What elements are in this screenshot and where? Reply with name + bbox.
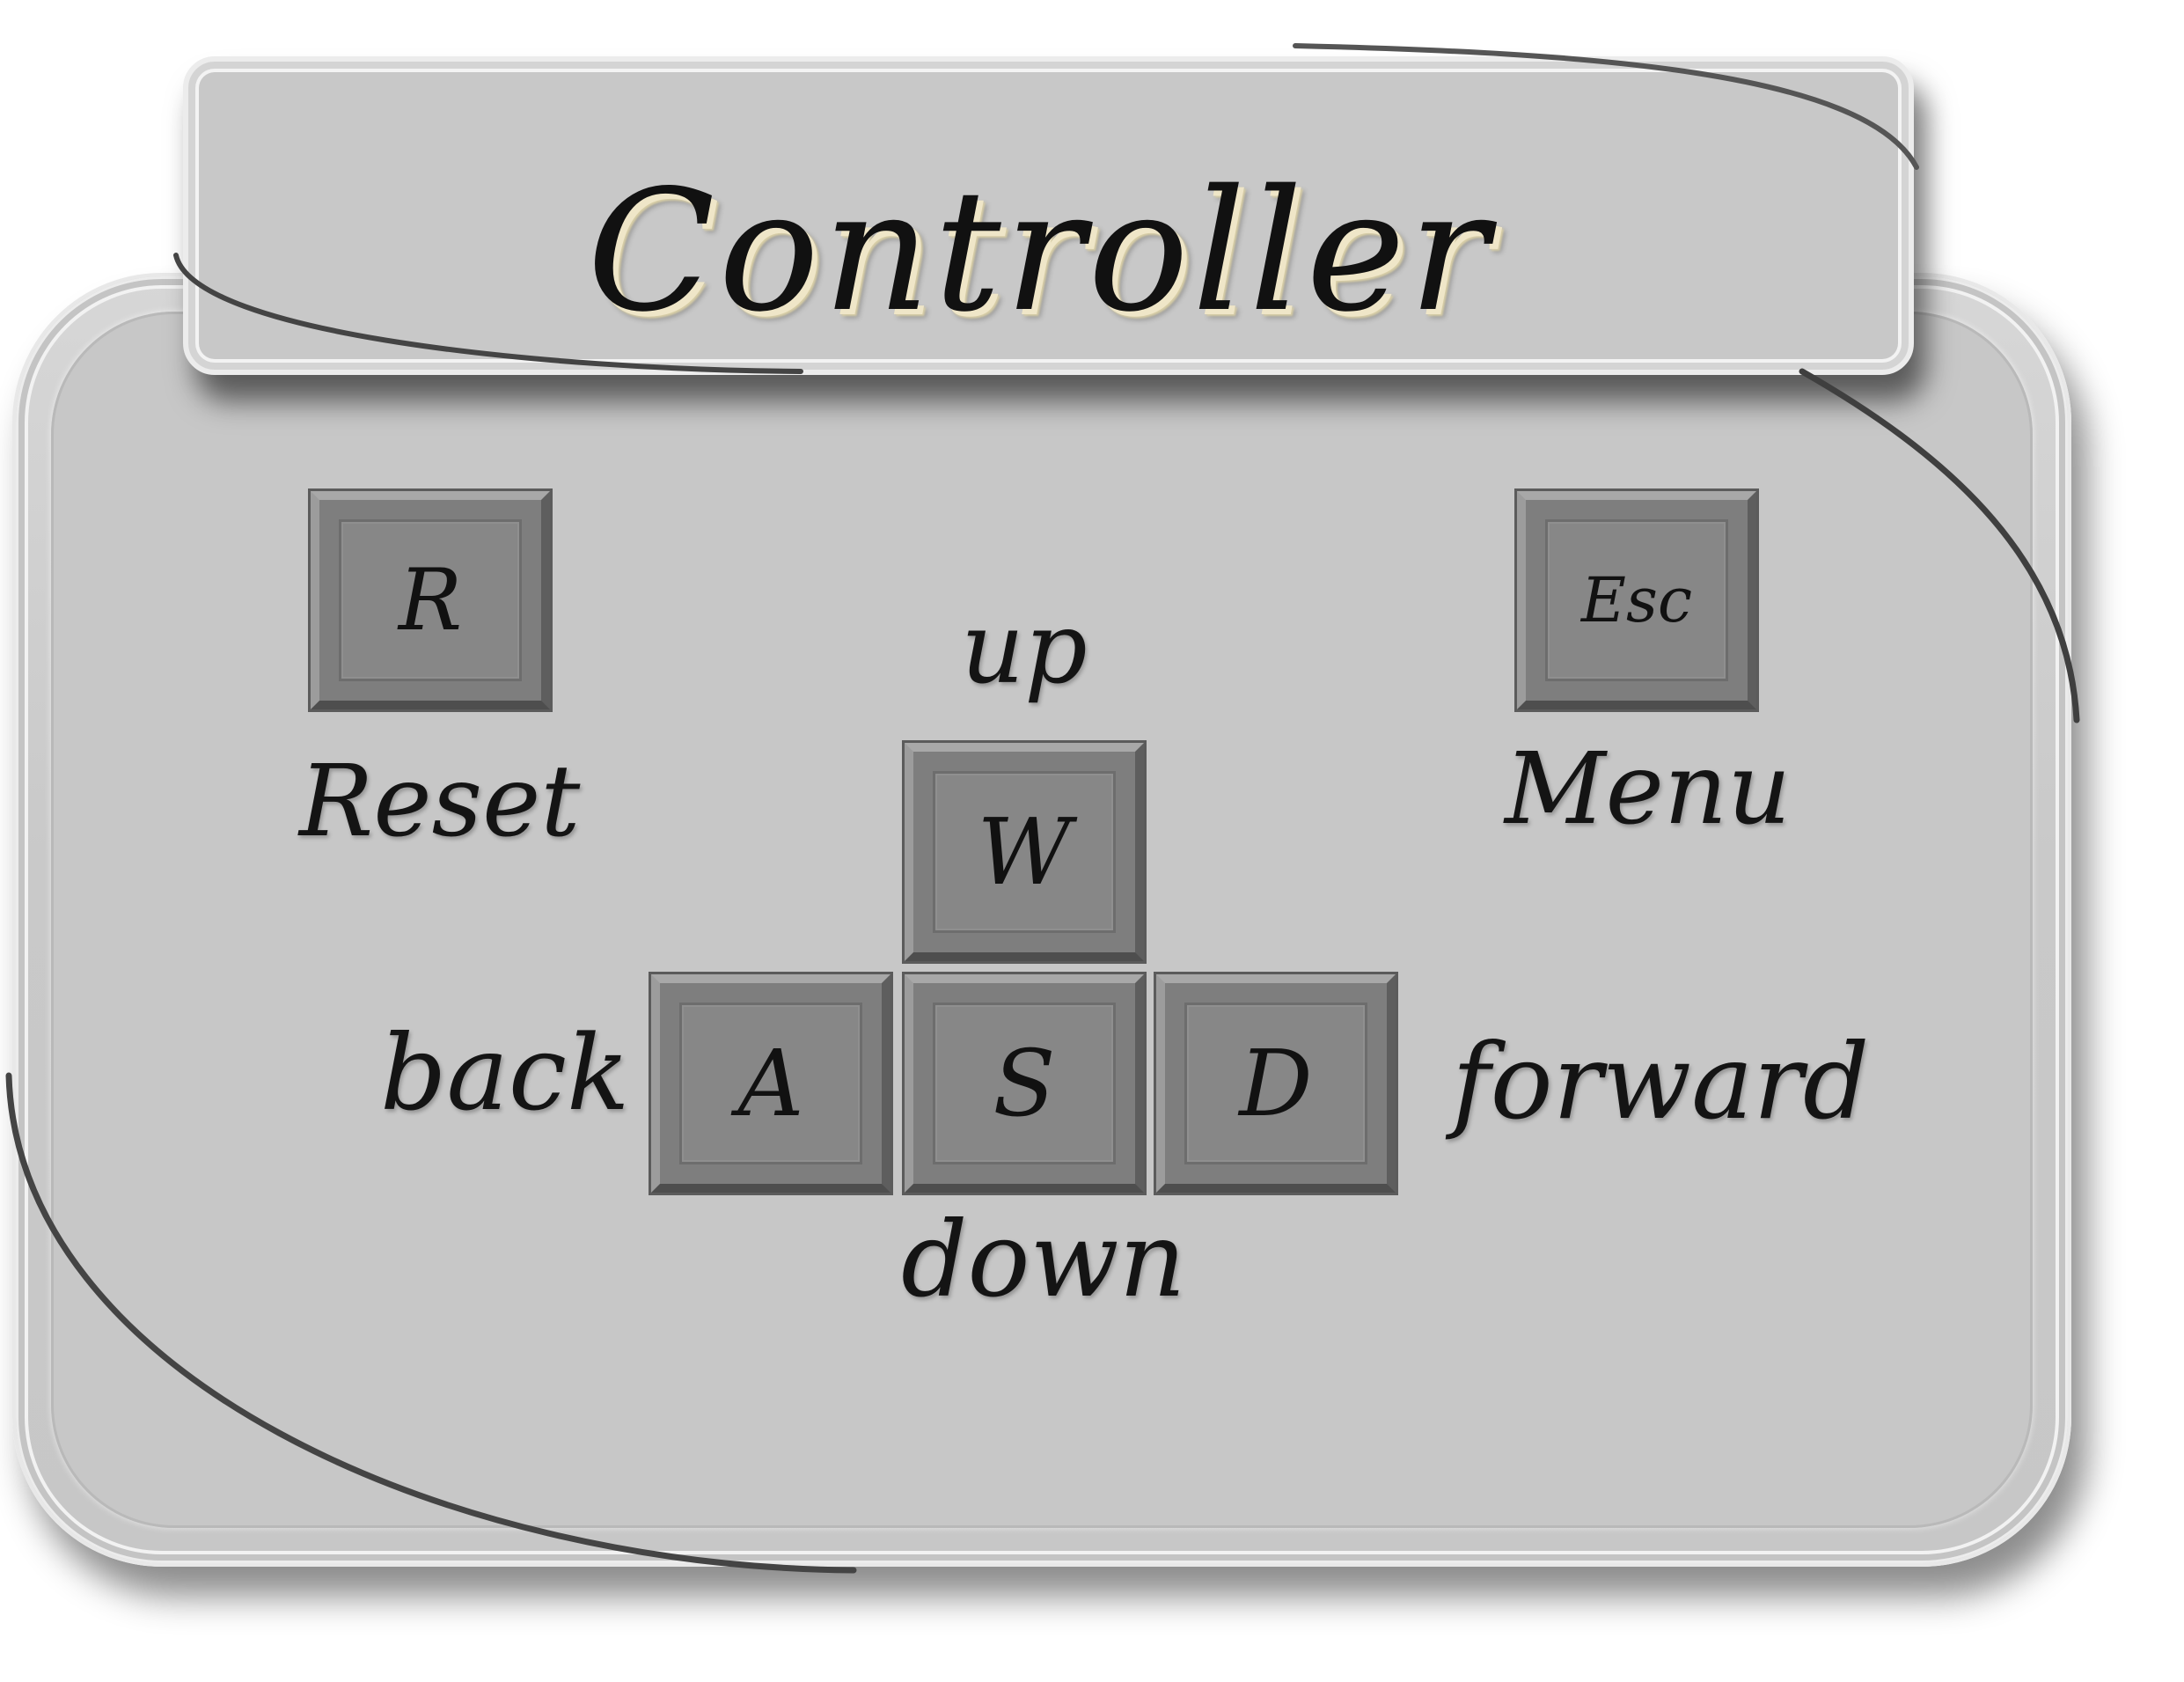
back-label: back — [380, 1012, 630, 1134]
key-a-face: A — [679, 1003, 862, 1164]
forward-label: forward — [1452, 1021, 1870, 1142]
key-esc[interactable]: Esc — [1517, 491, 1756, 709]
key-a[interactable]: A — [651, 974, 890, 1193]
down-label: down — [901, 1199, 1186, 1320]
key-d-label: D — [1239, 1030, 1313, 1137]
key-w-label: W — [977, 798, 1072, 906]
reset-label: Reset — [299, 745, 581, 859]
key-a-label: A — [737, 1030, 804, 1137]
key-esc-face: Esc — [1545, 519, 1728, 681]
key-d[interactable]: D — [1156, 974, 1396, 1193]
menu-label: Menu — [1505, 732, 1792, 847]
key-r-face: R — [339, 519, 522, 681]
key-d-face: D — [1184, 1003, 1367, 1164]
key-w-face: W — [933, 771, 1116, 933]
key-s-face: S — [933, 1003, 1116, 1164]
page-title: Controller — [587, 154, 1492, 349]
key-esc-label: Esc — [1580, 564, 1693, 636]
key-s[interactable]: S — [905, 974, 1144, 1193]
key-r[interactable]: R — [311, 491, 550, 709]
up-label: up — [961, 591, 1088, 706]
key-w[interactable]: W — [905, 743, 1144, 961]
title-bar: Controller — [183, 56, 1914, 375]
key-s-label: S — [993, 1030, 1056, 1137]
key-r-label: R — [398, 551, 463, 650]
